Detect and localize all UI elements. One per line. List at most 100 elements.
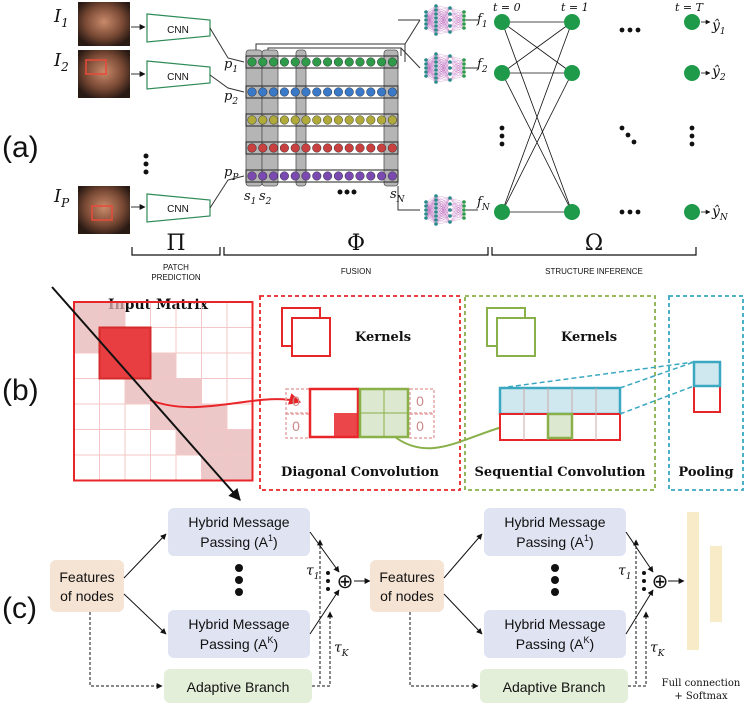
svg-text:CNN: CNN [167,25,189,36]
fusion-dot [333,171,343,181]
seq-kernels-icon [486,307,536,357]
struct-ellipsis-dot [499,133,505,139]
struct-diag-dot [619,125,625,131]
net-node [448,208,452,212]
net-edge [435,61,451,71]
f-label-n: fN [476,195,491,213]
net-node [462,70,466,74]
fusion-dot [312,143,322,153]
net-edge [435,9,451,15]
adaptive-branch-left: Adaptive Branch [164,669,312,703]
fusion-grid [245,19,421,211]
fusion-dot [344,143,354,153]
net-edge [435,73,451,81]
s-label-1: s1 [244,189,256,207]
fusion-dot [344,87,354,97]
net-edge [425,57,437,77]
diagonal-arrow [51,286,241,501]
net-edge [435,195,451,205]
seq-kernels-label: Kernels [561,330,617,345]
tau-1-right: τ1 [618,563,631,582]
fusion-dot [323,57,333,67]
diag-kernels-icon [281,307,331,357]
panel-label-a: (a) [2,131,39,164]
net-edge [449,197,465,203]
net-edge [425,211,437,219]
net-edge [449,15,465,33]
stage-name-patch-2: PREDICTION [151,273,201,282]
struct-ellipsis-dot [627,27,633,33]
net-edge [435,215,451,223]
net-edge [449,203,465,207]
svg-text:Hybrid Message: Hybrid Message [504,514,605,530]
net-node [434,218,438,222]
mini-nets [424,4,478,226]
svg-text:Hybrid Message: Hybrid Message [188,616,289,632]
struct-node [494,65,510,81]
net-edge [435,7,451,23]
fusion-dot [366,115,376,125]
stage-symbol-pi: Π [166,231,185,256]
net-edge [449,61,465,65]
net-node [462,26,466,30]
net-edge [435,67,451,79]
input-matrix [73,301,302,482]
net-edge [425,65,437,77]
net-edge [435,219,451,223]
matrix-band-cell [150,353,176,379]
panel-c: Features of nodes Hybrid Message Passing… [50,508,741,703]
struct-diag-dot [631,139,637,145]
net-edge [449,55,465,65]
net-edge [435,197,451,209]
svg-text:Adaptive Branch: Adaptive Branch [187,679,290,695]
fusion-dot [290,143,300,153]
patch-label-1: p1 [224,57,238,75]
net-edge [435,215,451,225]
net-edge [435,199,451,205]
struct-node [494,204,510,220]
struct-node [684,65,700,81]
net-node [434,210,438,214]
fusion-dot [279,87,289,97]
net-edge [449,59,465,69]
fusion-dot [258,57,268,67]
stage-name-patch-1: PATCH [163,263,189,272]
net-edge [435,61,451,75]
patch-label-p: pP [224,165,239,183]
net-edge [425,53,437,69]
net-node [424,18,428,22]
fusion-dot [377,143,387,153]
net-edge [449,19,465,27]
net-node [448,214,452,218]
fusion-dot [269,87,279,97]
net-node [424,58,428,62]
net-node [448,18,452,22]
net-node [434,72,438,76]
net-edge [449,59,465,81]
net-node [424,208,428,212]
net-edge [435,29,451,33]
fusion-dot [301,115,311,125]
oplus-left: ⊕ [337,571,354,593]
stage-name-structure: STRUCTURE INFERENCE [545,267,643,276]
seq-conv-title: Sequential Convolution [475,465,646,480]
matrix-band-cell [176,378,202,404]
struct-edge [501,72,573,213]
fusion-dot [269,115,279,125]
net-edge [449,75,465,81]
net-edge [425,5,437,13]
net-edge [435,55,451,83]
net-edge [449,7,465,17]
net-node [424,212,428,216]
net-edge [449,15,465,21]
net-node [434,214,438,218]
net-edge [435,61,451,83]
svg-text:IP: IP [53,186,70,210]
net-node [448,78,452,82]
t-label-1: t = 1 [561,1,589,14]
net-edge [435,197,451,201]
net-edge [449,197,465,211]
net-edge [435,7,451,11]
svg-text:of nodes: of nodes [60,588,114,604]
arrows-right [409,531,685,689]
